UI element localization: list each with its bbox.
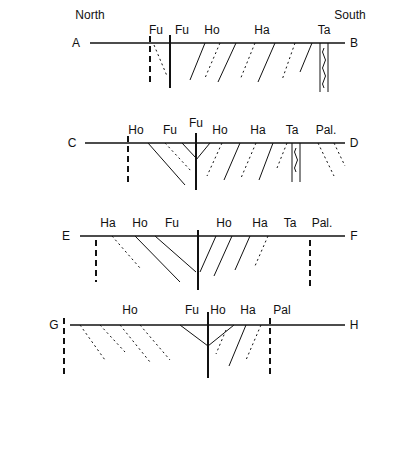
unit-label: Fu <box>189 116 203 130</box>
unit-label: Ho <box>132 216 147 230</box>
profile-gh <box>64 312 345 378</box>
section-end: B <box>350 36 358 50</box>
unit-label: Ha <box>254 23 269 37</box>
profile-cd <box>85 133 345 190</box>
unit-label: Fu <box>185 303 199 317</box>
section-end: G <box>49 318 58 332</box>
unit-label: Ho <box>210 303 225 317</box>
unit-label: Ta <box>286 123 299 137</box>
section-end: C <box>68 136 77 150</box>
direction-label: South <box>334 8 365 22</box>
direction-label: North <box>75 8 104 22</box>
section-end: A <box>72 36 80 50</box>
profile-ab <box>90 35 345 92</box>
unit-label: Fu <box>175 23 189 37</box>
unit-label: Pal. <box>312 216 333 230</box>
profile-ef <box>80 230 345 290</box>
unit-label: Ho <box>122 303 137 317</box>
section-end: H <box>350 318 359 332</box>
unit-label: Pal <box>273 303 290 317</box>
unit-label: Ta <box>318 23 331 37</box>
unit-label: Fu <box>163 123 177 137</box>
unit-label: Ho <box>128 123 143 137</box>
section-end: E <box>62 229 70 243</box>
unit-label: Ha <box>240 303 255 317</box>
unit-label: Ho <box>216 216 231 230</box>
unit-label: Ha <box>100 216 115 230</box>
unit-label: Fu <box>165 216 179 230</box>
unit-label: Ta <box>284 216 297 230</box>
unit-label: Ho <box>212 123 227 137</box>
section-end: F <box>350 229 357 243</box>
unit-label: Pal. <box>316 123 337 137</box>
unit-label: Ha <box>252 216 267 230</box>
unit-label: Ho <box>204 23 219 37</box>
section-end: D <box>350 136 359 150</box>
unit-label: Fu <box>149 23 163 37</box>
unit-label: Ha <box>250 123 265 137</box>
